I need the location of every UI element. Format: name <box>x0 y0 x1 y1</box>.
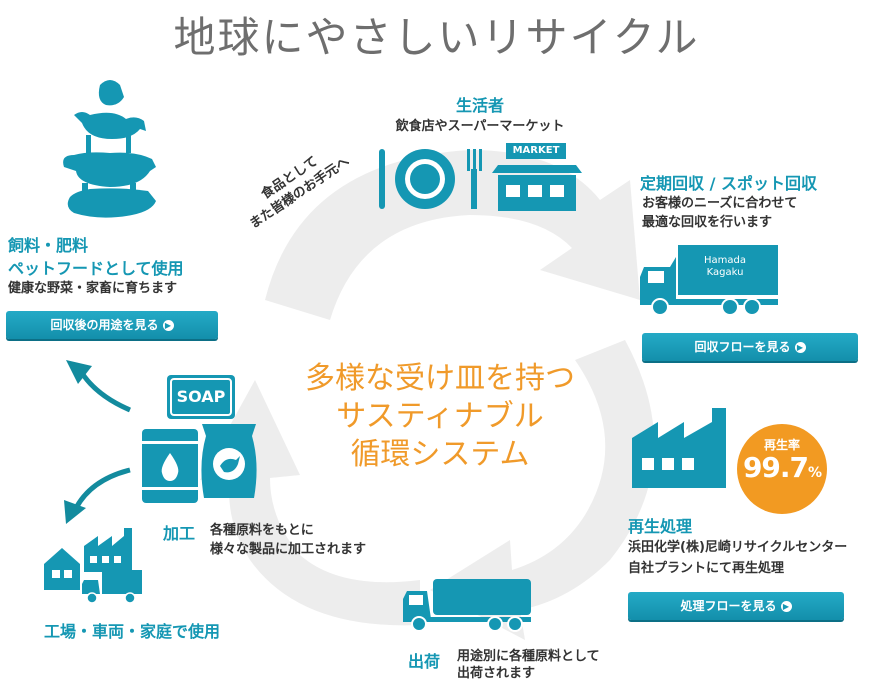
recycle-rate-badge: 再生率 99.7% <box>737 424 827 514</box>
recycle-sub-1: 浜田化学(株)尼崎リサイクルセンター <box>628 540 848 555</box>
recycle-rate-value: 99.7 <box>742 451 809 484</box>
play-icon: ▶ <box>162 320 174 331</box>
feed-usage-button[interactable]: 回収後の用途を見る▶ <box>6 311 218 339</box>
collection-truck-icon <box>640 245 778 316</box>
cycle-arrow-right <box>430 340 655 640</box>
processing-sub-1: 各種原料をもとに <box>210 523 314 538</box>
center-line-1: 多様な受け皿を持つ <box>305 361 575 396</box>
recycle-rate-unit: % <box>808 465 822 481</box>
tableware-icon <box>379 149 482 209</box>
play-icon: ▶ <box>794 342 806 353</box>
center-line-3: 循環システム <box>350 437 530 472</box>
collection-flow-button-label: 回収フローを見る <box>694 340 791 354</box>
arrow-to-industrial-head <box>64 500 86 524</box>
processing-heading: 加工 <box>163 524 196 543</box>
recycle-rate-label: 再生率 <box>763 438 800 452</box>
feed-sub: 健康な野菜・家畜に育ちます <box>8 281 178 296</box>
cycle-arrow-left <box>200 380 420 626</box>
consumer-sub: 飲食店やスーパーマーケット <box>395 119 565 134</box>
tanker-truck-icon <box>403 579 531 632</box>
small-factory-icon <box>84 528 132 572</box>
soap-box-icon <box>167 375 235 419</box>
arrow-to-feed <box>77 368 131 413</box>
collection-flow-button[interactable]: 回収フローを見る▶ <box>642 333 858 361</box>
feed-heading-1: 飼料・肥料 <box>8 236 89 255</box>
play-icon: ▶ <box>780 601 792 612</box>
collection-sub-1: お客様のニーズに合わせて <box>642 196 798 211</box>
feed-heading-2: ペットフードとして使用 <box>8 259 184 278</box>
center-message: 多様な受け皿を持つ サスティナブル 循環システム <box>265 360 615 474</box>
factory-icon <box>632 408 726 488</box>
process-flow-button[interactable]: 処理フローを見る▶ <box>628 592 844 620</box>
collection-heading: 定期回収 / スポット回収 <box>640 174 817 193</box>
arrow-to-feed-head <box>66 360 92 384</box>
house-icon <box>44 548 80 590</box>
arrow-to-industrial <box>72 467 131 512</box>
truck-logo-line-1: Hamada <box>704 255 746 266</box>
drum-can-icon <box>142 429 198 503</box>
recycle-sub-2: 自社プラントにて再生処理 <box>628 561 785 576</box>
market-icon <box>492 143 582 211</box>
shipping-sub-1: 用途別に各種原料として <box>457 649 600 664</box>
shipping-heading: 出荷 <box>408 652 441 671</box>
truck-logo-line-2: Kagaku <box>706 267 744 278</box>
shipping-sub-2: 出荷されます <box>457 666 536 681</box>
feed-sack-icon <box>201 424 257 498</box>
processing-sub-2: 様々な製品に加工されます <box>210 542 367 557</box>
center-line-2: サスティナブル <box>336 399 544 434</box>
feed-usage-button-label: 回収後の用途を見る <box>50 318 159 332</box>
recycle-heading: 再生処理 <box>628 517 693 536</box>
market-sign: MARKET <box>512 145 560 156</box>
animal-stack-icon <box>63 80 156 218</box>
process-flow-button-label: 処理フローを見る <box>680 599 777 613</box>
truck-logo: Hamada Kagaku <box>685 255 765 279</box>
collection-sub-2: 最適な回収を行います <box>642 215 773 230</box>
small-truck-icon <box>82 570 142 604</box>
soap-label: SOAP <box>176 387 226 406</box>
industrial-heading: 工場・車両・家庭で使用 <box>44 622 221 641</box>
page-title: 地球にやさしいリサイクル <box>173 13 700 62</box>
consumer-heading: 生活者 <box>455 96 504 115</box>
